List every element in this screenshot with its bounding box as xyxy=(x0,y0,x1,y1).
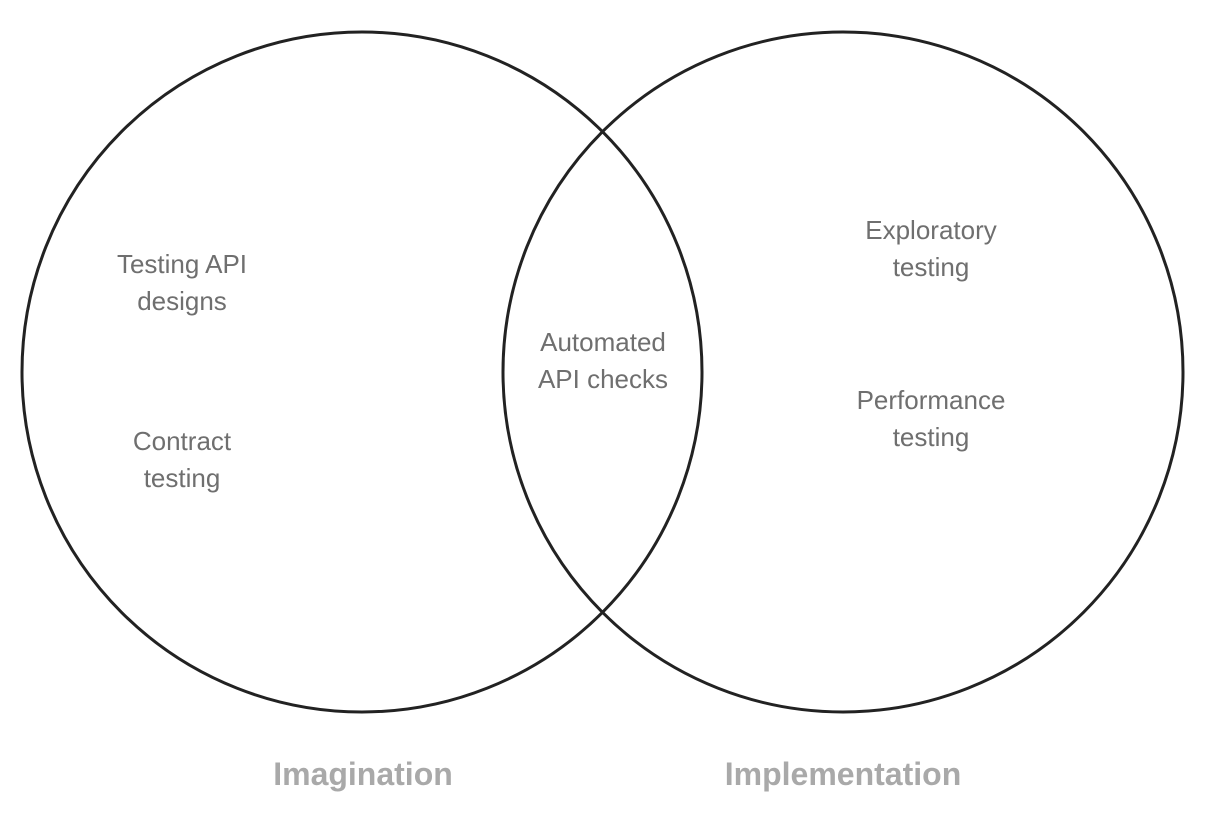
item-testing-api-designs: Testing API designs xyxy=(62,246,302,320)
item-line: Automated xyxy=(540,327,666,357)
item-line: testing xyxy=(892,422,970,452)
imagination-label: Imagination xyxy=(273,756,453,792)
implementation-label: Implementation xyxy=(724,756,962,792)
item-performance-testing: Performance testing xyxy=(811,382,1051,456)
item-line: testing xyxy=(143,463,221,493)
item-line: API checks xyxy=(537,364,669,394)
item-exploratory-testing: Exploratory testing xyxy=(811,212,1051,286)
imagination-circle xyxy=(20,30,704,714)
item-line: Contract xyxy=(132,426,232,456)
item-automated-api-checks: Automated API checks xyxy=(483,324,723,398)
item-line: Exploratory xyxy=(865,215,997,245)
item-line: designs xyxy=(137,286,227,316)
item-line: Performance xyxy=(856,385,1006,415)
implementation-circle xyxy=(501,30,1185,714)
item-line: testing xyxy=(892,252,970,282)
item-line: Testing API xyxy=(116,249,248,279)
item-contract-testing: Contract testing xyxy=(62,423,302,497)
